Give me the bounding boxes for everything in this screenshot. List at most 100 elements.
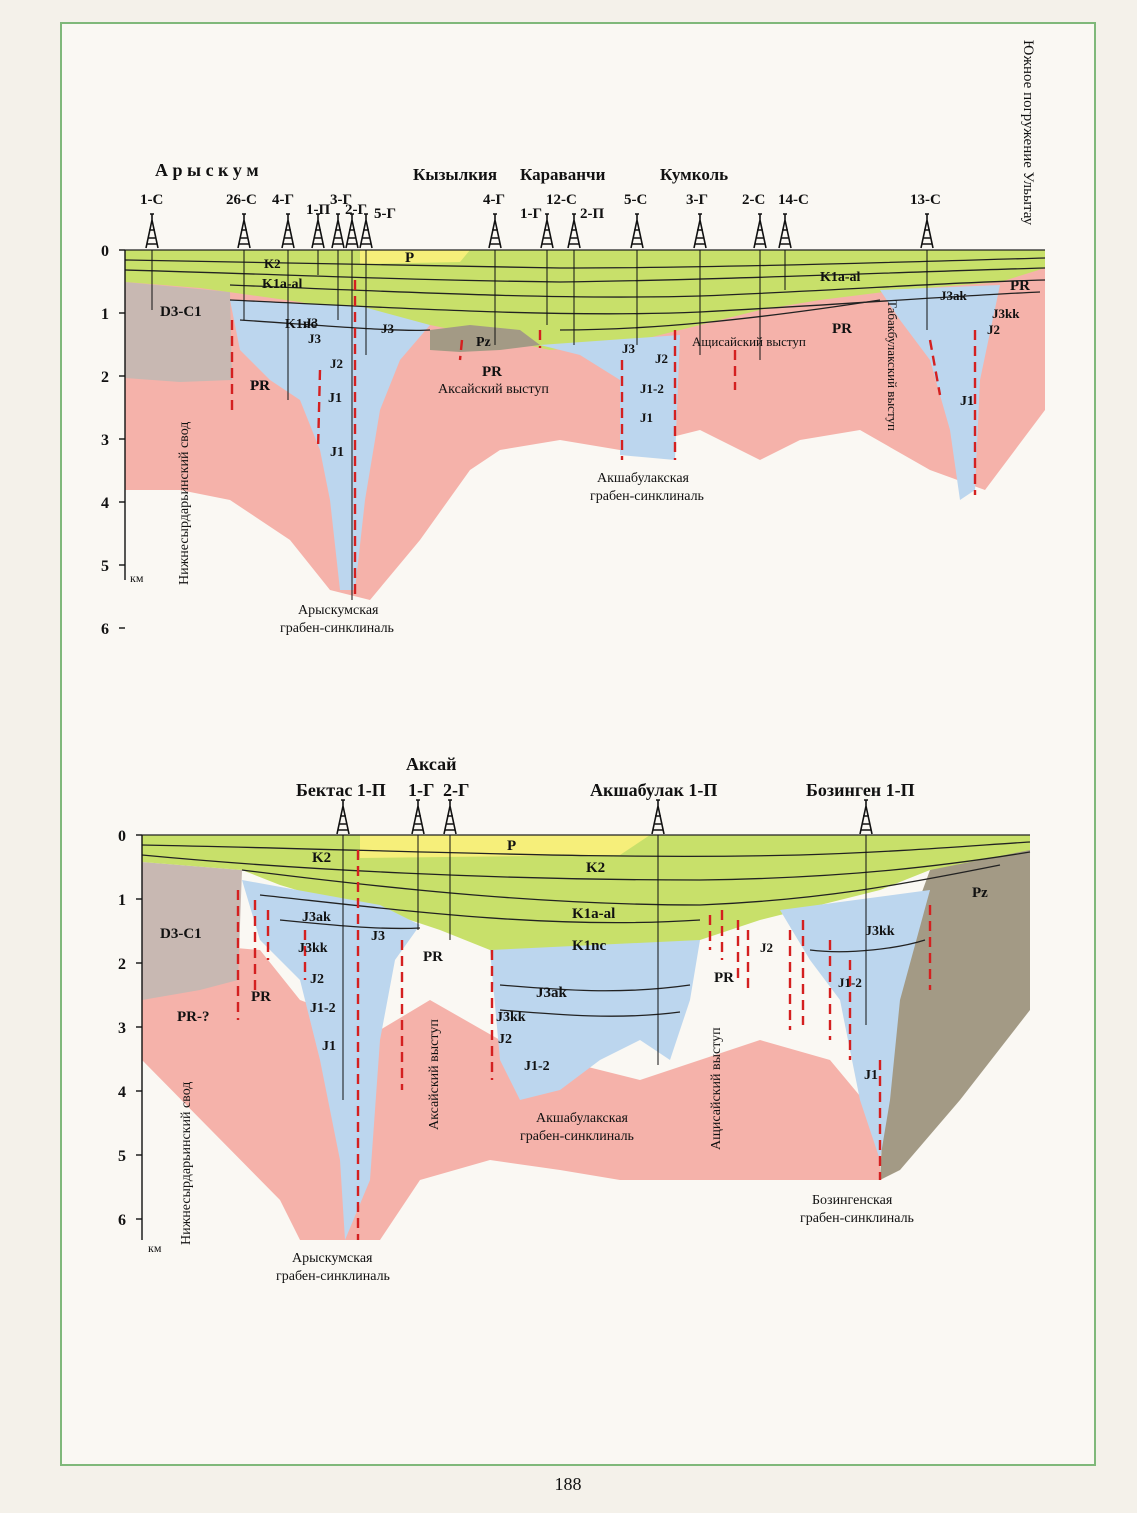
geo-unit-label: J3ak [302, 910, 331, 925]
geo-unit-label: J2 [760, 940, 773, 955]
bottom-caption-akshabulak-1: Акшабулакская [536, 1111, 629, 1126]
well-rig-icon [488, 213, 502, 249]
well-rig-icon [920, 213, 934, 249]
geo-unit-label: K1nc [285, 317, 317, 332]
geo-unit-label: PR [832, 321, 852, 337]
top-paleozoic-pz [430, 325, 540, 352]
geo-unit-label: J2 [498, 1032, 512, 1047]
top-faults [230, 280, 977, 600]
geo-unit-label: P [507, 838, 516, 854]
geo-unit-label: J1-2 [640, 381, 664, 396]
top-well-label: 2-П [580, 206, 604, 222]
well-rig-icon [540, 213, 554, 249]
top-vlabel-nizhnesyrdarya: Нижнесырдарьинский свод [177, 422, 192, 585]
depth-tick-label: 5 [101, 558, 109, 575]
bottom-caption-bozingen-2: грабен-синклиналь [800, 1211, 914, 1226]
geo-unit-label: J3ak [536, 985, 568, 1001]
well-rig-icon [443, 799, 457, 835]
well-rig-icon [237, 213, 251, 249]
top-arsykum-graben [230, 300, 430, 590]
depth-tick-label: 5 [118, 1148, 126, 1165]
depth-tick-label: 1 [101, 306, 109, 323]
well-rig-icon [753, 213, 767, 249]
geo-unit-label: J3kk [865, 924, 895, 939]
bottom-vlabel-ashchisai: Ащисайский выступ [709, 1027, 724, 1150]
top-vlabel-ulytau: Южное погружение Ульытау [1020, 40, 1036, 226]
top-caption-akshabulak-2: грабен-синклиналь [590, 489, 704, 504]
geo-unit-label: PR [1010, 278, 1030, 294]
geo-unit-label: J2 [987, 322, 1000, 337]
depth-tick-label: 6 [118, 1212, 126, 1229]
top-well-label: 3-Г [686, 192, 708, 208]
bottom-vlabel-aksai: Аксайский выступ [427, 1019, 442, 1130]
geo-unit-label: J3 [305, 315, 319, 330]
top-well-label: 4-Г [483, 192, 505, 208]
bottom-caption-akshabulak-2: грабен-синклиналь [520, 1129, 634, 1144]
top-well-label: 4-Г [272, 192, 294, 208]
geo-unit-label: J3 [381, 321, 395, 336]
geo-unit-label: D3-C1 [160, 304, 202, 320]
well-rig-icon [345, 213, 359, 249]
bottom-well-1g: 1-Г [408, 780, 434, 800]
well-rig-icon [778, 213, 792, 249]
top-vlabel-tabakbulak: Табакбулакский выступ [885, 300, 900, 431]
top-field-kumkol: Кумколь [660, 165, 728, 184]
top-caption-arsykum-1: Арыскумская [298, 603, 379, 618]
top-devonian-block [125, 282, 232, 382]
bottom-arsykum-graben [242, 880, 420, 1240]
geo-unit-label: J2 [330, 356, 343, 371]
bottom-field-akshabulak: Акшабулак 1-П [590, 780, 717, 800]
page-number: 188 [554, 1474, 582, 1494]
bottom-vlabel-nizhnesyrdarya: Нижнесырдарьинский свод [179, 1082, 194, 1245]
geo-unit-label: Pz [972, 885, 988, 901]
geo-unit-label: J1 [330, 445, 344, 460]
depth-tick-label: 2 [118, 956, 126, 973]
depth-tick-label: 2 [101, 369, 109, 386]
depth-tick-label: 4 [101, 495, 109, 512]
well-rig-icon [630, 213, 644, 249]
geo-unit-label: K1a-al [572, 906, 615, 922]
bottom-field-bozingen: Бозинген 1-П [806, 780, 915, 800]
top-field-karavanchi: Караванчи [520, 165, 606, 184]
geo-unit-label: K2 [264, 256, 281, 271]
bottom-paleozoic-pz [880, 840, 1030, 1180]
geo-unit-label: J3kk [298, 941, 328, 956]
well-rig-icon [311, 213, 325, 249]
geo-unit-label: D3-C1 [160, 926, 202, 942]
depth-tick-label: 3 [118, 1020, 126, 1037]
geo-unit-label: K2 [312, 850, 331, 866]
well-rig-icon [281, 213, 295, 249]
geo-unit-label: K1nc [572, 938, 607, 954]
geo-unit-label: J1-2 [838, 975, 862, 990]
geo-unit-label: PR [250, 378, 270, 394]
geo-unit-label: J3 [371, 929, 385, 944]
bottom-faults [236, 850, 932, 1240]
well-rig-icon [145, 213, 159, 249]
geo-unit-label: PR [251, 989, 271, 1005]
geo-unit-label: K1a-al [820, 270, 861, 285]
depth-tick-label: 1 [118, 892, 126, 909]
top-well-label: 14-С [778, 192, 809, 208]
depth-tick-label: 0 [101, 243, 109, 260]
depth-tick-label: 3 [101, 432, 109, 449]
geo-unit-label: J2 [655, 351, 668, 366]
geo-unit-label: J3 [308, 331, 322, 346]
geo-unit-label: K2 [586, 860, 605, 876]
well-rig-icon [651, 799, 665, 835]
top-field-kyzylkiya: Кызылкия [413, 165, 497, 184]
top-quaternary [360, 250, 470, 264]
geo-unit-label: PR [714, 970, 734, 986]
depth-tick-label: 6 [101, 621, 109, 638]
bottom-caption-arsykum-1: Арыскумская [292, 1251, 373, 1266]
well-rig-icon [359, 213, 373, 249]
geo-unit-label: J1 [864, 1068, 878, 1083]
geo-unit-label: PR [250, 378, 270, 394]
geo-unit-label: PR-? [177, 1009, 210, 1025]
bottom-devonian-block [142, 862, 242, 1000]
geo-unit-label: P [405, 250, 414, 266]
top-depth-unit: км [130, 571, 144, 585]
top-well-label: 3-Г [330, 192, 352, 208]
top-caption-akshabulak-1: Акшабулакская [597, 471, 690, 486]
bottom-bozingen-graben [780, 890, 930, 1160]
